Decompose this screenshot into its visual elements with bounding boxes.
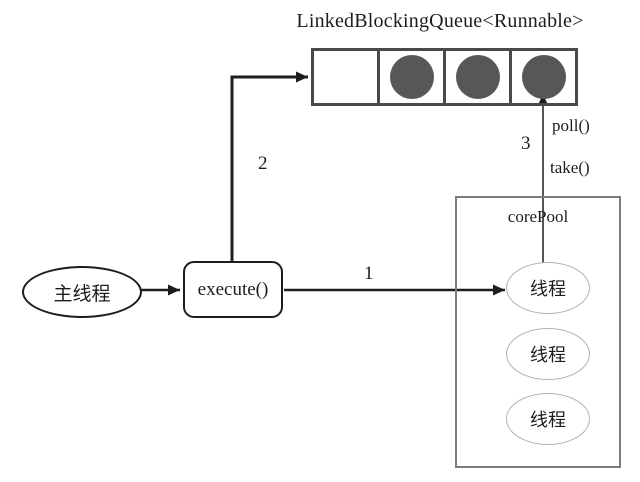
task-circle <box>521 55 566 99</box>
thread-label: 线程 <box>530 410 566 430</box>
blocking-queue <box>311 48 578 106</box>
step-label-3: 3 <box>521 133 531 154</box>
thread-node: 线程 <box>506 327 590 380</box>
execute-label: execute() <box>197 278 269 300</box>
core-pool-box: corePool 线程线程线程 <box>455 196 621 468</box>
main-thread-label: 主线程 <box>53 283 111 305</box>
queue-title: LinkedBlockingQueue<Runnable> <box>296 10 584 32</box>
task-circle <box>389 55 434 99</box>
queue-cell-task <box>509 51 575 103</box>
queue-cell-empty <box>314 51 377 103</box>
core-pool-label: corePool <box>507 207 569 226</box>
take-label: take() <box>550 158 590 177</box>
thread-label: 线程 <box>530 344 566 365</box>
main-thread-node: 主线程 <box>22 266 142 318</box>
thread-node: 线程 <box>506 393 590 445</box>
step-label-1: 1 <box>364 263 374 284</box>
thread-node: 线程 <box>506 262 590 314</box>
poll-label: poll() <box>552 116 590 135</box>
queue-cell-task <box>443 51 509 103</box>
task-circle <box>455 55 500 99</box>
execute-node: execute() <box>183 261 283 318</box>
thread-label: 线程 <box>530 279 566 299</box>
step-label-2: 2 <box>258 153 268 174</box>
queue-cell-task <box>377 51 443 103</box>
arrow-execute-to-queue <box>230 71 308 262</box>
